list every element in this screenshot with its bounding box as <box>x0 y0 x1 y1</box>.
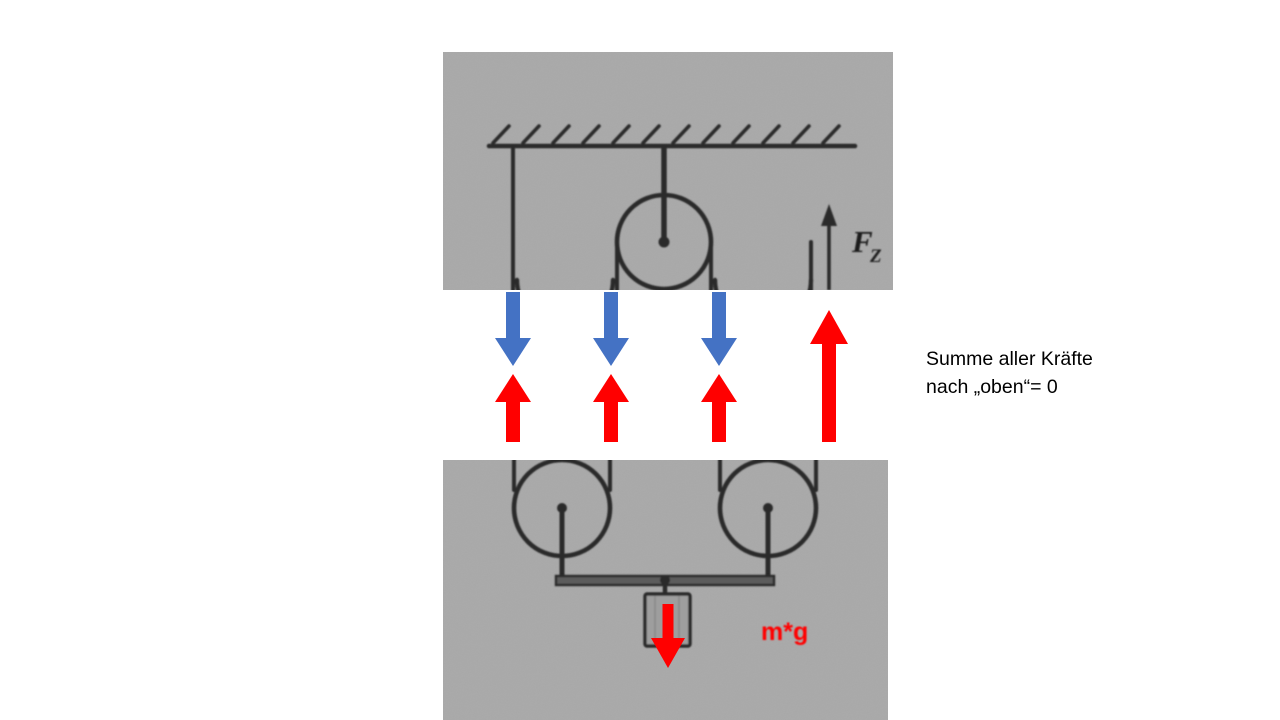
rope-tension-up-arrow-3 <box>701 374 737 442</box>
rope-tension-up-arrow-2 <box>593 374 629 442</box>
rope-tension-up-arrow-1 <box>495 374 531 442</box>
weight-force-label: m*g <box>761 618 808 646</box>
rope-tension-down-arrow-1 <box>495 292 531 366</box>
pulley-diagram-bottom-photo: m*g <box>443 460 888 720</box>
rope-tension-down-arrow-3 <box>701 292 737 366</box>
pulley-diagram-top-photo: F Z <box>443 52 893 290</box>
force-label-fz: F <box>851 224 873 259</box>
weight-force-arrow <box>651 604 685 668</box>
force-label-fz-subscript: Z <box>869 246 882 267</box>
ceiling-reaction-force-arrow <box>810 310 848 442</box>
equilibrium-caption: Summe aller Kräfte nach „oben“= 0 <box>926 348 1093 398</box>
rope-tension-down-arrow-2 <box>593 292 629 366</box>
